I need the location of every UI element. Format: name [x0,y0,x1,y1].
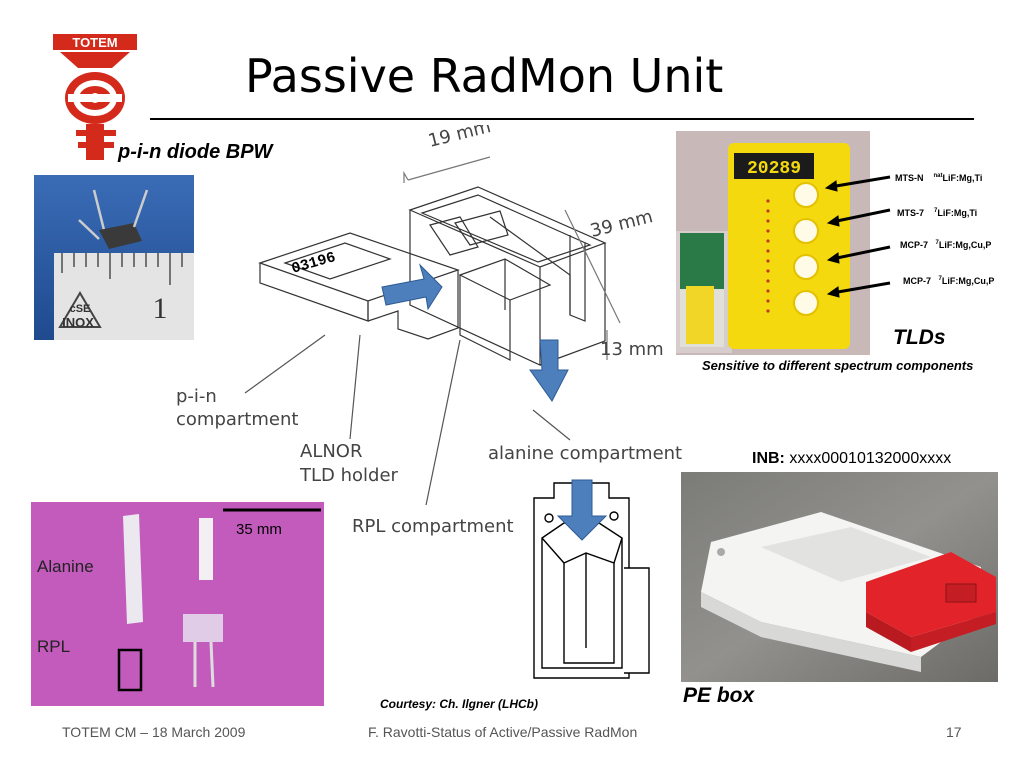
tld-3-iso: 7 [935,240,939,246]
courtesy-text: Courtesy: Ch. Ilgner (LHCb) [380,697,538,711]
tld-2-iso: 7 [934,208,938,214]
dimension-height: 13 mm [600,339,664,360]
label-pin-line2: compartment [176,409,299,430]
tld-label-4: MCP-7 7LiF:Mg,Cu,P [903,276,994,286]
inb-label: INB: [752,450,785,467]
tld-4-iso: 7 [938,276,942,282]
label-alnor-line2: TLD holder [300,465,398,486]
label-alanine-compartment: alanine compartment [488,443,683,464]
logo-text: TOTEM [72,35,117,50]
tld-3-name: MCP-7 [900,240,929,250]
label-rpl-compartment: RPL compartment [352,516,514,537]
page-title: Passive RadMon Unit [245,49,724,103]
samples-label-rpl: RPL [37,637,70,656]
label-alnor: ALNOR TLD holder [300,440,398,488]
title-divider [150,118,974,120]
tld-3-material: LiF:Mg,Cu,P [938,240,992,250]
tld-label-2: MTS-7 7LiF:Mg,Ti [897,208,977,218]
tlds-caption: Sensitive to different spectrum componen… [702,358,974,373]
samples-scale: 35 mm [236,521,282,538]
dimension-depth: 39 mm [588,206,655,242]
tld-1-iso: nat [933,173,943,179]
inb-value: xxxx00010132000xxxx [789,450,952,467]
tld-1-name: MTS-N [895,173,924,183]
tld-4-material: LiF:Mg,Cu,P [941,276,995,286]
ruler-number: 1 [153,292,168,325]
diode-heading: p-i-n diode BPW [118,141,273,163]
label-pin-line1: p-i-n [176,386,217,407]
tlds-heading: TLDs [893,326,946,349]
tld-4-name: MCP-7 [903,276,932,286]
dimension-width: 19 mm [426,125,493,152]
tld-2-material: LiF:Mg,Ti [937,208,978,218]
tld-1-material: LiF:Mg,Ti [942,173,983,183]
tld-label-1: MTS-N natLiF:Mg,Ti [895,173,982,183]
tld-2-name: MTS-7 [897,208,924,218]
label-pin-compartment: p-i-n compartment [176,385,298,431]
tld-card-number: 20289 [747,159,801,179]
footer-date: TOTEM CM – 18 March 2009 [62,724,246,740]
samples-photo: 35 mm Alanine RPL [31,502,324,706]
ruler-brand-top: cSE [70,303,91,315]
tld-arrows [820,170,900,305]
footer-author: F. Ravotti-Status of Active/Passive RadM… [368,724,638,740]
ruler-brand-bottom: INOX [62,315,94,330]
pe-box-photo [681,472,998,682]
page-number: 17 [946,724,962,740]
samples-label-alanine: Alanine [37,557,94,576]
label-alnor-line1: ALNOR [300,441,363,462]
inb-line: INB: xxxx00010132000xxxx [752,450,951,468]
pe-box-heading: PE box [683,684,755,707]
totem-logo: TOTEM [50,30,140,162]
tld-photo: 20289 [676,131,870,355]
diode-photo: cSE INOX 1 [34,175,194,340]
tld-label-3: MCP-7 7LiF:Mg,Cu,P [900,240,991,250]
rpl-holder-drawing [524,478,654,690]
